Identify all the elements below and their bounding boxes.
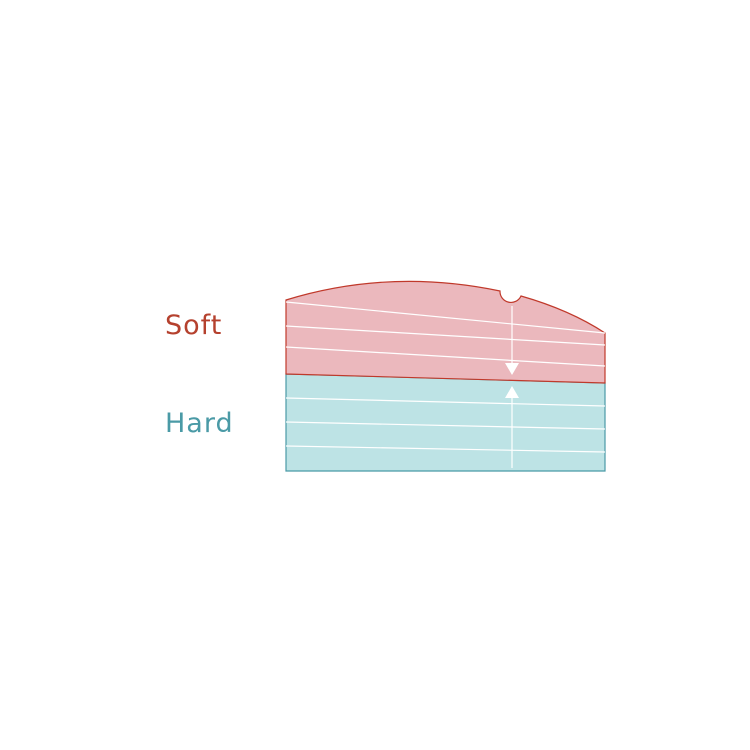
soft-layer-label: Soft [165,310,223,341]
hard-layer-label: Hard [165,408,234,439]
compression-arrow-down-icon [505,306,519,375]
hard-striation [285,421,606,430]
soft-layer [285,280,606,384]
hard-striation [285,445,606,453]
hard-striation [285,397,606,407]
soft-striation [285,325,606,346]
hard-layer-striations [285,397,606,453]
soft-layer-striations [285,301,606,367]
soft-striation [285,301,606,334]
resistance-arrow-up-icon [505,386,519,468]
soft-striation [285,346,606,367]
